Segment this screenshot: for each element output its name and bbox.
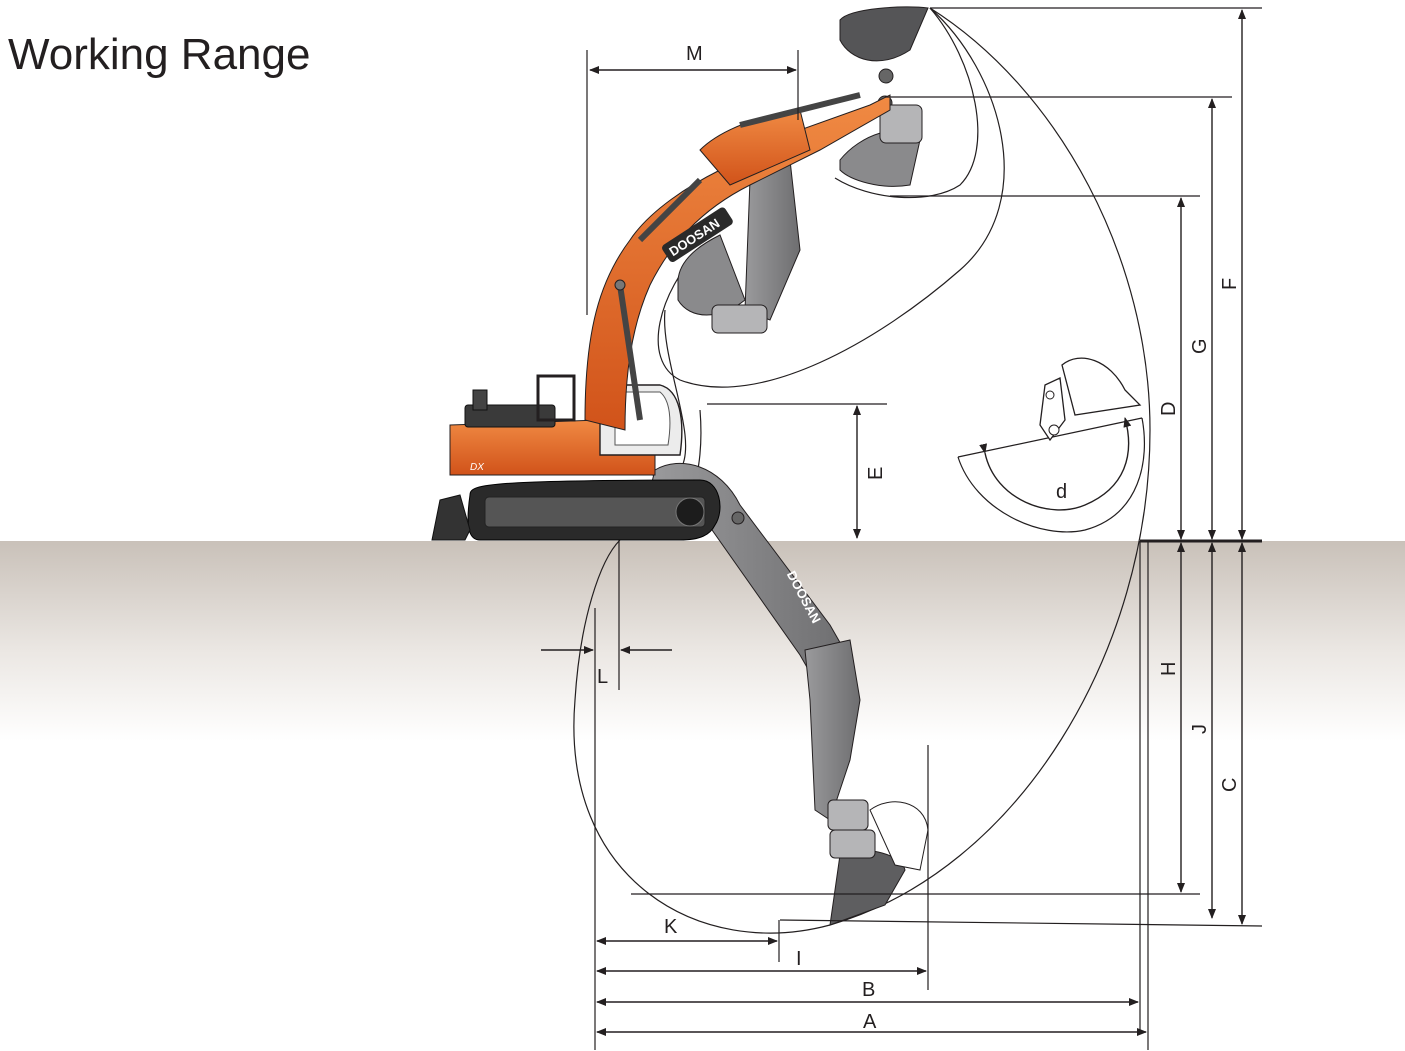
label-K: K xyxy=(664,916,678,938)
bucket-rotation: d xyxy=(957,417,1145,533)
dozer-blade xyxy=(431,494,471,541)
label-d: d xyxy=(1056,481,1067,503)
label-G: G xyxy=(1189,338,1211,354)
dimension-labels: M F G D E H J C L K I B A xyxy=(597,43,1241,1033)
arm-upper-position xyxy=(677,6,929,334)
label-E: E xyxy=(865,467,887,480)
boom-lower-position: DOOSAN xyxy=(649,462,929,926)
label-H: H xyxy=(1158,662,1180,676)
ground xyxy=(0,541,1405,741)
label-M: M xyxy=(686,43,703,65)
model-badge: DX xyxy=(470,462,484,473)
label-F: F xyxy=(1219,278,1241,290)
label-A: A xyxy=(863,1011,877,1033)
dimension-arrows xyxy=(541,9,1246,1036)
excavator: DOOSAN DX xyxy=(431,92,891,541)
page-title: Working Range xyxy=(8,30,311,79)
label-I: I xyxy=(796,948,802,970)
label-D: D xyxy=(1158,402,1180,416)
label-J: J xyxy=(1189,724,1211,734)
bucket-rotation-drawing xyxy=(1039,357,1142,442)
label-L: L xyxy=(597,666,608,688)
label-C: C xyxy=(1219,778,1241,792)
reference-lines xyxy=(586,7,1263,1050)
label-B: B xyxy=(862,979,875,1001)
